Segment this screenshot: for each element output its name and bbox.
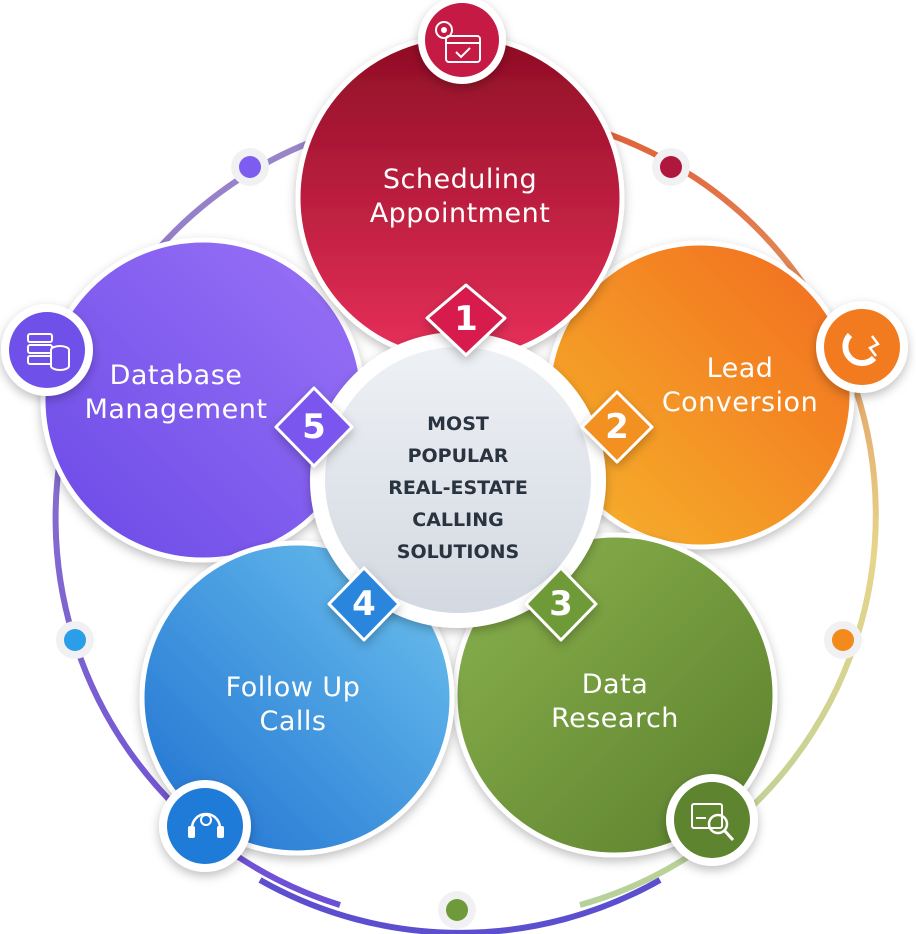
segment-label-line: Data xyxy=(581,669,649,700)
badge-number-5: 5 xyxy=(302,407,326,447)
magnet-icon xyxy=(816,301,908,393)
ring-dot-green xyxy=(438,891,476,929)
center-title-line: REAL-ESTATE xyxy=(388,477,528,499)
badge-number-4: 4 xyxy=(352,584,376,624)
segment-label-line: Scheduling xyxy=(382,164,538,195)
segment-label-database-management: Database Management xyxy=(70,359,282,427)
headset-icon xyxy=(159,780,251,872)
database-server-icon xyxy=(1,304,93,396)
badge-4 xyxy=(327,566,401,642)
badge-number-2: 2 xyxy=(605,407,629,447)
badge-5 xyxy=(274,386,354,468)
badge-2 xyxy=(580,390,654,464)
segment-label-line: Lead xyxy=(706,353,774,384)
ring-dot-orange xyxy=(824,621,862,659)
segment-label-line: Database xyxy=(109,360,243,391)
center-circle-inner xyxy=(325,347,591,613)
segment-label-lead-conversion: Lead Conversion xyxy=(640,352,840,420)
segment-label-line: Management xyxy=(84,394,268,425)
segment-label-data-research: Data Research xyxy=(515,668,715,736)
center-title-line: MOST xyxy=(427,413,489,435)
badge-3 xyxy=(524,566,598,642)
center-title-line: POPULAR xyxy=(407,445,509,467)
segment-label-follow-up: Follow Up Calls xyxy=(193,671,393,739)
segment-label-scheduling: Scheduling Appointment xyxy=(330,163,590,231)
ring-dot-purple xyxy=(231,148,269,186)
segment-label-line: Calls xyxy=(259,706,327,737)
data-analysis-icon xyxy=(666,774,758,866)
segment-label-line: Conversion xyxy=(661,387,819,418)
ring-dot-blue xyxy=(56,621,94,659)
ring-dot-red xyxy=(652,148,690,186)
center-title-line: SOLUTIONS xyxy=(396,541,520,563)
center-title: MOST POPULAR REAL-ESTATE CALLING SOLUTIO… xyxy=(352,408,564,568)
center-title-line: CALLING xyxy=(412,509,504,531)
segment-label-line: Follow Up xyxy=(225,672,361,703)
badge-1 xyxy=(425,283,507,357)
segment-label-line: Research xyxy=(551,703,679,734)
outer-ring-bottom xyxy=(258,877,662,934)
badge-number-1: 1 xyxy=(454,299,478,339)
badge-number-3: 3 xyxy=(549,584,573,624)
calendar-gear-icon xyxy=(418,0,506,84)
segment-label-line: Appointment xyxy=(369,198,551,229)
